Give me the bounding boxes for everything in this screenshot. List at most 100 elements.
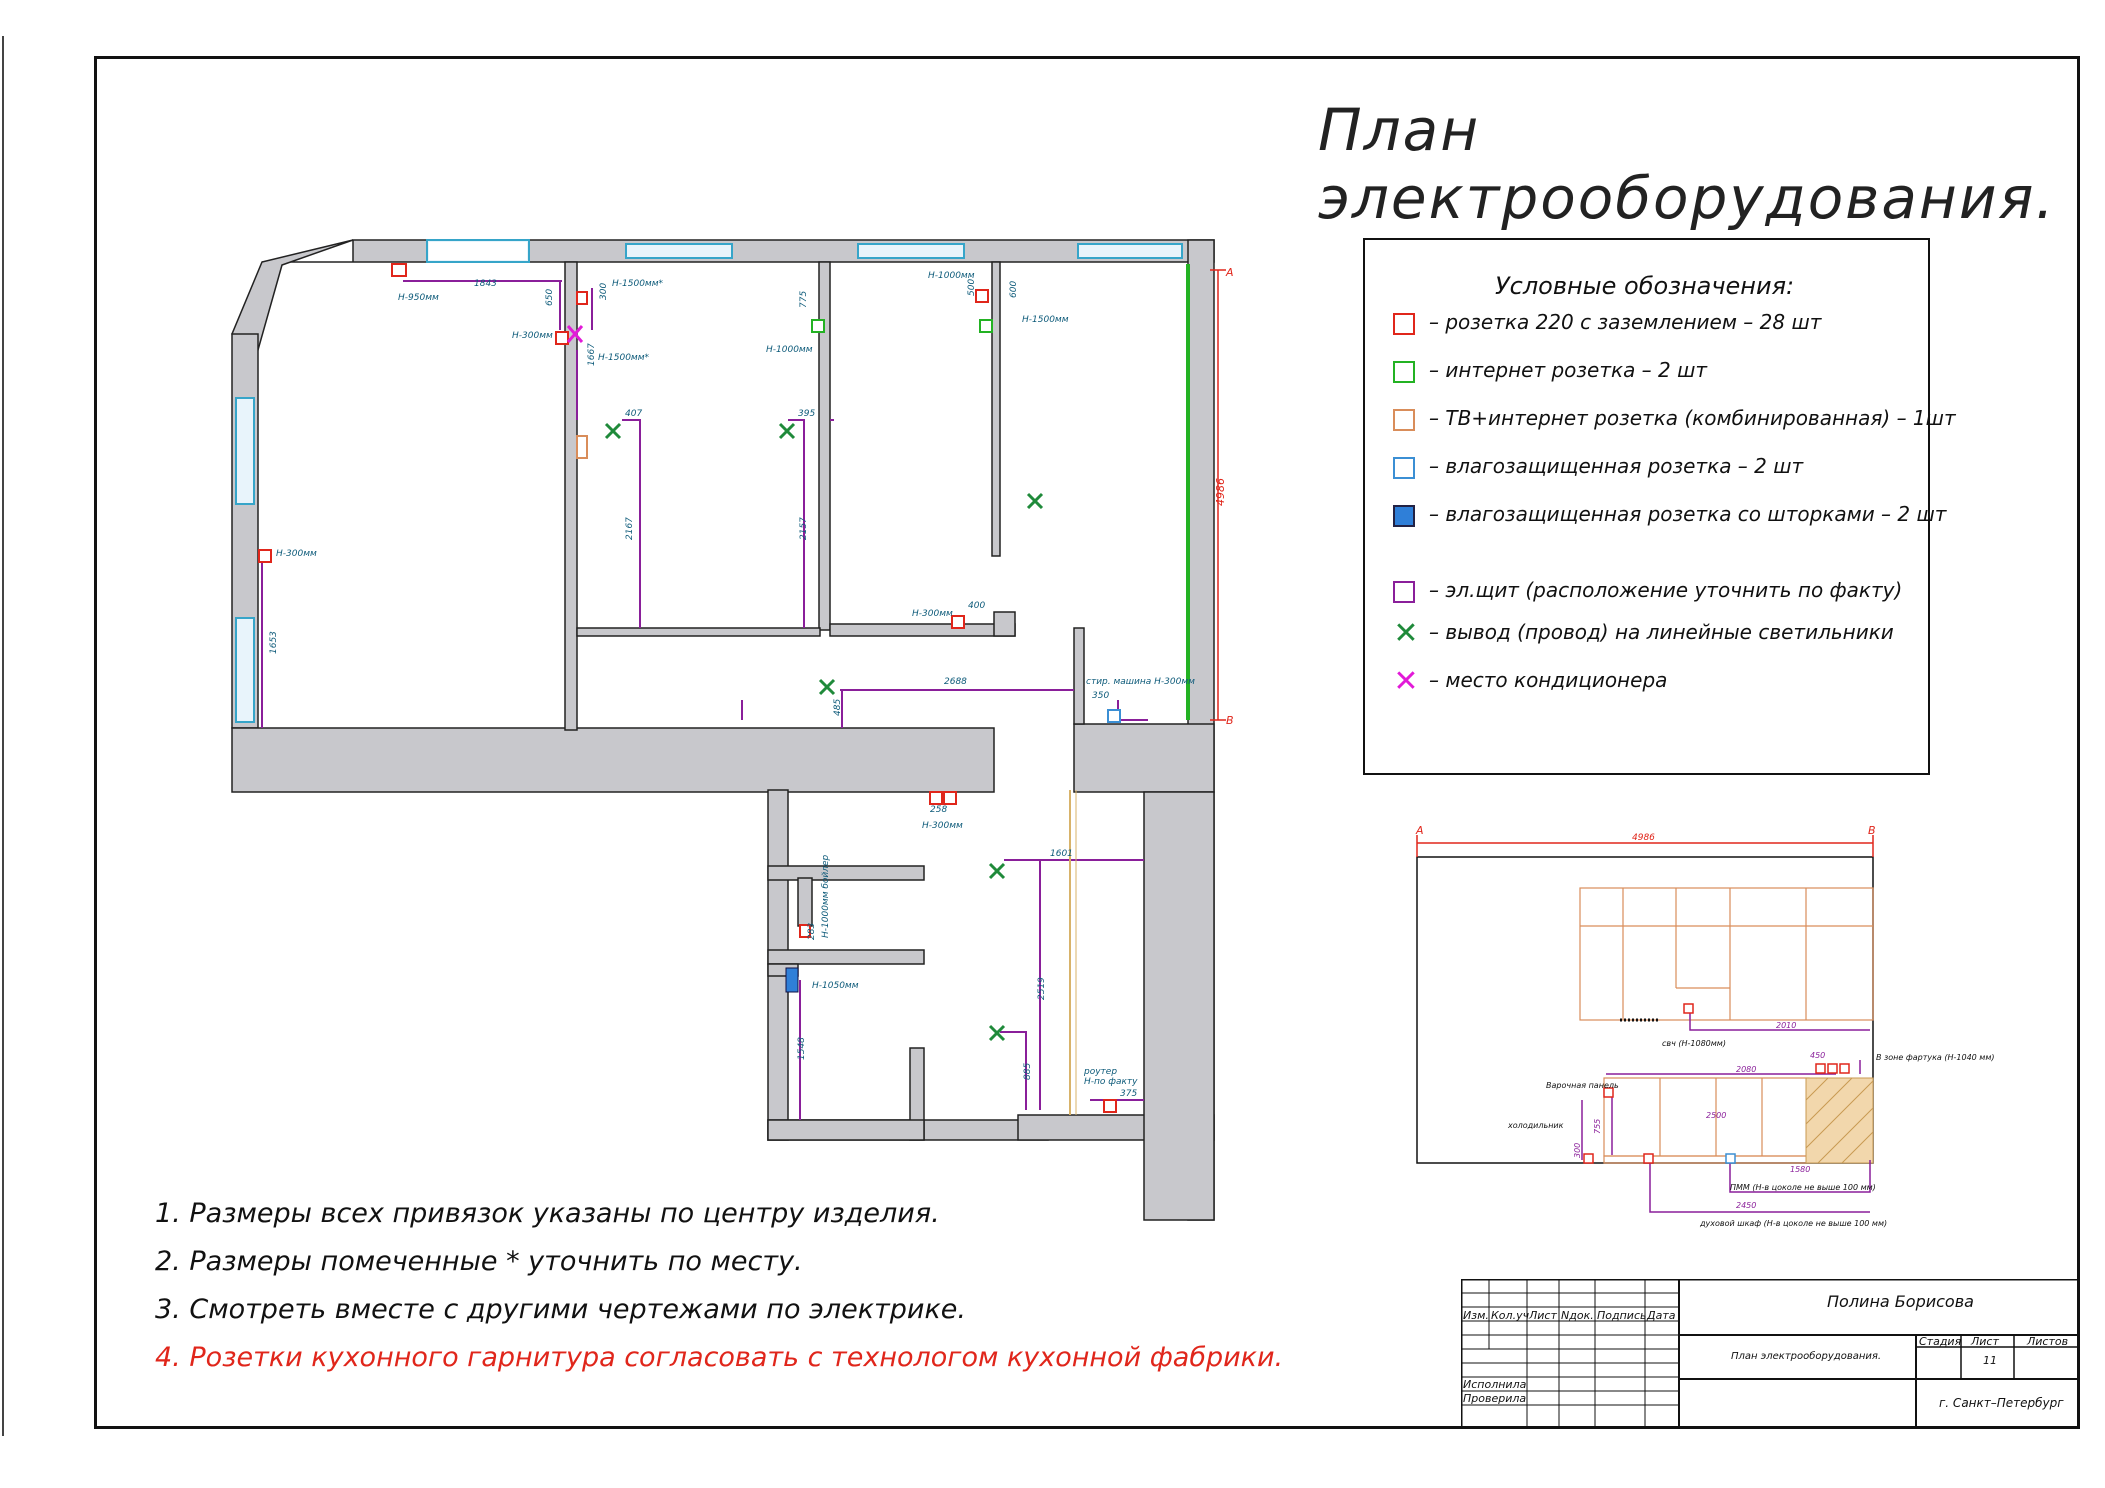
label-d350: 350 — [1092, 691, 1109, 701]
label-d1653: 1653 — [269, 631, 279, 654]
label-d2519: 2519 — [1037, 977, 1047, 1000]
legend-item: ✕– место кондиционера — [1393, 663, 1667, 699]
label-d1843: 1843 — [474, 279, 497, 289]
label-router-h: Н-по факту — [1084, 1077, 1138, 1087]
window-opening — [429, 242, 527, 260]
legend-item: – интернет розетка – 2 шт — [1393, 358, 1707, 383]
legend-cross-icon: ✕ — [1393, 615, 1419, 651]
light-output-crosses — [604, 422, 1044, 1042]
label-wash: стир. машина Н-300мм — [1086, 677, 1195, 687]
elev-d300: 300 — [1573, 1143, 1582, 1158]
label-d400: 400 — [968, 601, 985, 611]
elev-d1580: 1580 — [1790, 1165, 1810, 1174]
label-d2167: 2167 — [625, 517, 635, 540]
legend-item: – влагозащищенная розетка – 2 шт — [1393, 454, 1803, 479]
elev-d2500: 2500 — [1706, 1111, 1726, 1120]
legend-cross-icon: ✕ — [1393, 663, 1419, 699]
elev-d2010: 2010 — [1776, 1021, 1796, 1030]
legend-item: – розетка 220 с заземлением – 28 шт — [1393, 310, 1821, 335]
legend-item-label: – ТВ+интернет розетка (комбинированная) … — [1429, 406, 1956, 430]
label-h300b: Н-300мм — [276, 549, 317, 559]
stamp-data: Дата — [1646, 1309, 1676, 1322]
legend-item-label: – интернет розетка – 2 шт — [1429, 358, 1708, 382]
internet-socket-markers — [811, 319, 993, 333]
elev-apron: В зоне фартука (Н-1040 мм) — [1876, 1053, 1994, 1062]
stamp-ndok: Nдок. — [1561, 1309, 1594, 1322]
wiring — [261, 280, 1148, 1120]
legend-item-label: – влагозащищенная розетка – 2 шт — [1429, 454, 1804, 478]
elev-oven: духовой шкаф (Н-в цоколе не выше 100 мм) — [1699, 1219, 1887, 1228]
green-wall-line — [1186, 264, 1190, 720]
elev-a: А — [1415, 824, 1424, 837]
label-h1500c: Н-1500мм — [1022, 315, 1069, 325]
drawing-title: План электрооборудования. — [1318, 96, 2056, 232]
kitchen-elevation: свч (Н-1080мм) В зоне фартука (Н-1040 мм… — [1415, 824, 1994, 1228]
wet-socket-markers — [1107, 709, 1121, 723]
label-h1000bath: Н-1000мм бойлер — [821, 854, 831, 938]
label-d1667: 1667 — [587, 343, 597, 366]
label-h300c: Н-300мм — [912, 609, 953, 619]
stamp-list: Лист — [1528, 1309, 1557, 1322]
label-d485: 485 — [833, 699, 843, 716]
legend-item-label: – вывод (провод) на линейные светильники — [1429, 620, 1894, 644]
label-d407: 407 — [625, 409, 642, 419]
label-router: роутер — [1083, 1067, 1117, 1077]
legend-swatch-icon — [1393, 580, 1415, 603]
elev-hob: Варочная панель — [1546, 1081, 1619, 1090]
label-h1000a: Н-1000мм — [766, 345, 813, 355]
legend-item: – эл.щит (расположение уточнить по факту… — [1393, 578, 1902, 603]
label-d395: 395 — [798, 409, 815, 419]
stamp-stage: Стадия — [1919, 1335, 1962, 1348]
legend-swatch-icon — [1393, 360, 1415, 383]
note-4: 4. Розетки кухонного гарнитура согласова… — [155, 1342, 1284, 1373]
socket-220-markers — [258, 263, 1117, 1113]
elev-d4986: 4986 — [1632, 833, 1655, 843]
label-d258: 258 — [930, 805, 947, 815]
sheet-edge-line — [2, 36, 4, 1436]
stamp-city: г. Санкт–Петербург — [1939, 1396, 2064, 1410]
stamp-sheet: Лист — [1970, 1335, 1999, 1348]
legend-item-label: – розетка 220 с заземлением – 28 шт — [1429, 310, 1822, 334]
note-3: 3. Смотреть вместе с другими чертежами п… — [155, 1294, 966, 1325]
windows — [235, 239, 1183, 723]
elev-b: В — [1868, 824, 1876, 837]
legend-box: Условные обозначения: – розетка 220 с за… — [1363, 238, 1956, 775]
label-h300d: Н-300мм — [922, 821, 963, 831]
label-d885: 885 — [1023, 1063, 1033, 1080]
stamp-sheets: Листов — [2026, 1335, 2068, 1348]
wet-shutter-socket-marker — [785, 967, 799, 993]
legend-swatch-icon — [1393, 408, 1415, 431]
label-h1000b: Н-1000мм — [928, 271, 975, 281]
legend-title: Условные обозначения: — [1495, 272, 1795, 300]
elev-dishwasher: ПММ (Н-в цоколе не выше 100 мм) — [1730, 1183, 1876, 1192]
label-d1601: 1601 — [1050, 849, 1073, 859]
label-d283: 283 — [807, 923, 817, 940]
label-h300a: Н-300мм — [512, 331, 553, 341]
label-d2688: 2688 — [944, 677, 967, 687]
label-d1548: 1548 — [797, 1037, 807, 1060]
label-d4986-plan: 4986 — [1214, 478, 1227, 506]
label-d375: 375 — [1120, 1089, 1137, 1099]
label-d600: 600 — [1009, 281, 1019, 298]
ac-location-cross — [566, 325, 584, 343]
label-a-plan: А — [1225, 266, 1234, 279]
label-h1500a: Н-1500мм* — [612, 279, 663, 289]
dimension-ab — [1210, 269, 1226, 721]
title-block: Изм. Кол.уч Лист Nдок. Подпись Дата Испо… — [1461, 1279, 2080, 1429]
elev-d755: 755 — [1593, 1119, 1602, 1134]
stamp-izm: Изм. — [1463, 1309, 1489, 1322]
legend-item: – ТВ+интернет розетка (комбинированная) … — [1393, 406, 1956, 431]
elev-microwave: свч (Н-1080мм) — [1662, 1039, 1726, 1048]
elev-d2080: 2080 — [1736, 1065, 1756, 1074]
drawing-frame — [94, 56, 2080, 1429]
stamp-sheet-no: 11 — [1983, 1354, 1997, 1367]
elev-fridge: холодильник — [1507, 1121, 1564, 1130]
label-d650: 650 — [545, 289, 555, 306]
stamp-author: Полина Борисова — [1827, 1292, 1974, 1311]
label-h1050: Н-1050мм — [812, 981, 859, 991]
label-h950: Н-950мм — [398, 293, 439, 303]
stamp-sheet-title: План электрооборудования. — [1731, 1350, 1881, 1362]
legend-swatch-icon — [1393, 504, 1415, 527]
walls — [231, 239, 1215, 1221]
stamp-kol: Кол.уч — [1491, 1309, 1530, 1322]
